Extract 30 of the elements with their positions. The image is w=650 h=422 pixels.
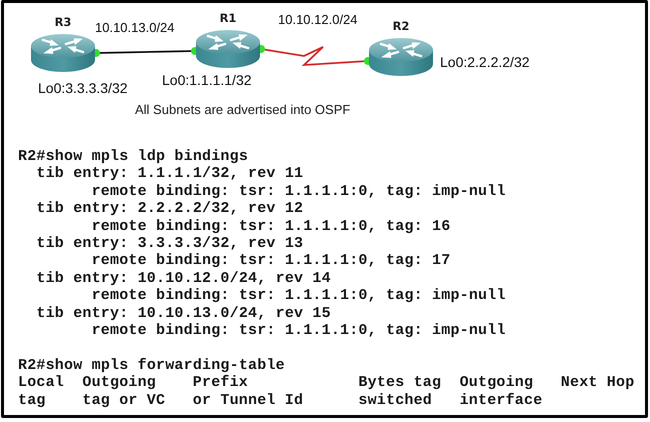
router-name: R3	[54, 15, 72, 29]
column-heading: switched	[358, 392, 432, 409]
loopback-address: Lo0:1.1.1.1/32	[162, 72, 252, 88]
cli-output-line: tib entry: 10.10.13.0/24, rev 15	[36, 304, 331, 322]
cli-output-line: remote binding: tsr: 1.1.1.1:0, tag: 17	[92, 252, 450, 270]
column-heading: Local	[18, 374, 64, 392]
column-heading: Next Hop	[560, 374, 634, 392]
cli-output-line: remote binding: tsr: 1.1.1.1:0, tag: 16	[92, 218, 450, 235]
loopback-address: Lo0:2.2.2.2/32	[440, 54, 530, 70]
column-heading: or Tunnel Id	[192, 392, 304, 409]
loopback-address: Lo0:3.3.3.3/32	[38, 80, 128, 96]
cli-output-line: tib entry: 3.3.3.3/32, rev 13	[36, 235, 304, 252]
cli-output-line: tib entry: 10.10.12.0/24, rev 14	[36, 270, 331, 287]
column-heading: Bytes tag	[358, 374, 442, 392]
column-heading: tag	[18, 392, 46, 409]
column-heading: Outgoing	[460, 374, 534, 392]
column-heading: tag or VC	[82, 392, 166, 409]
cli-output-line: tib entry: 1.1.1.1/32, rev 11	[36, 165, 304, 182]
column-heading: Prefix	[192, 374, 248, 392]
cli-output-line: remote binding: tsr: 1.1.1.1:0, tag: imp-null	[92, 287, 506, 304]
cli-output-line: R2#show mpls forwarding-table	[18, 356, 285, 374]
column-heading: Outgoing	[82, 374, 156, 392]
cli-output-line: tib entry: 2.2.2.2/32, rev 12	[36, 200, 304, 218]
cli-output-line: R2#show mpls ldp bindings	[18, 148, 248, 165]
note-text: All Subnets are advertised into OSPF	[135, 102, 350, 118]
cli-output-line: remote binding: tsr: 1.1.1.1:0, tag: imp-null	[92, 322, 506, 339]
router-name: R2	[392, 19, 410, 33]
cli-output-line: remote binding: tsr: 1.1.1.1:0, tag: imp-null	[92, 182, 506, 200]
router-name: R1	[220, 11, 236, 25]
column-heading: interface	[460, 392, 542, 409]
